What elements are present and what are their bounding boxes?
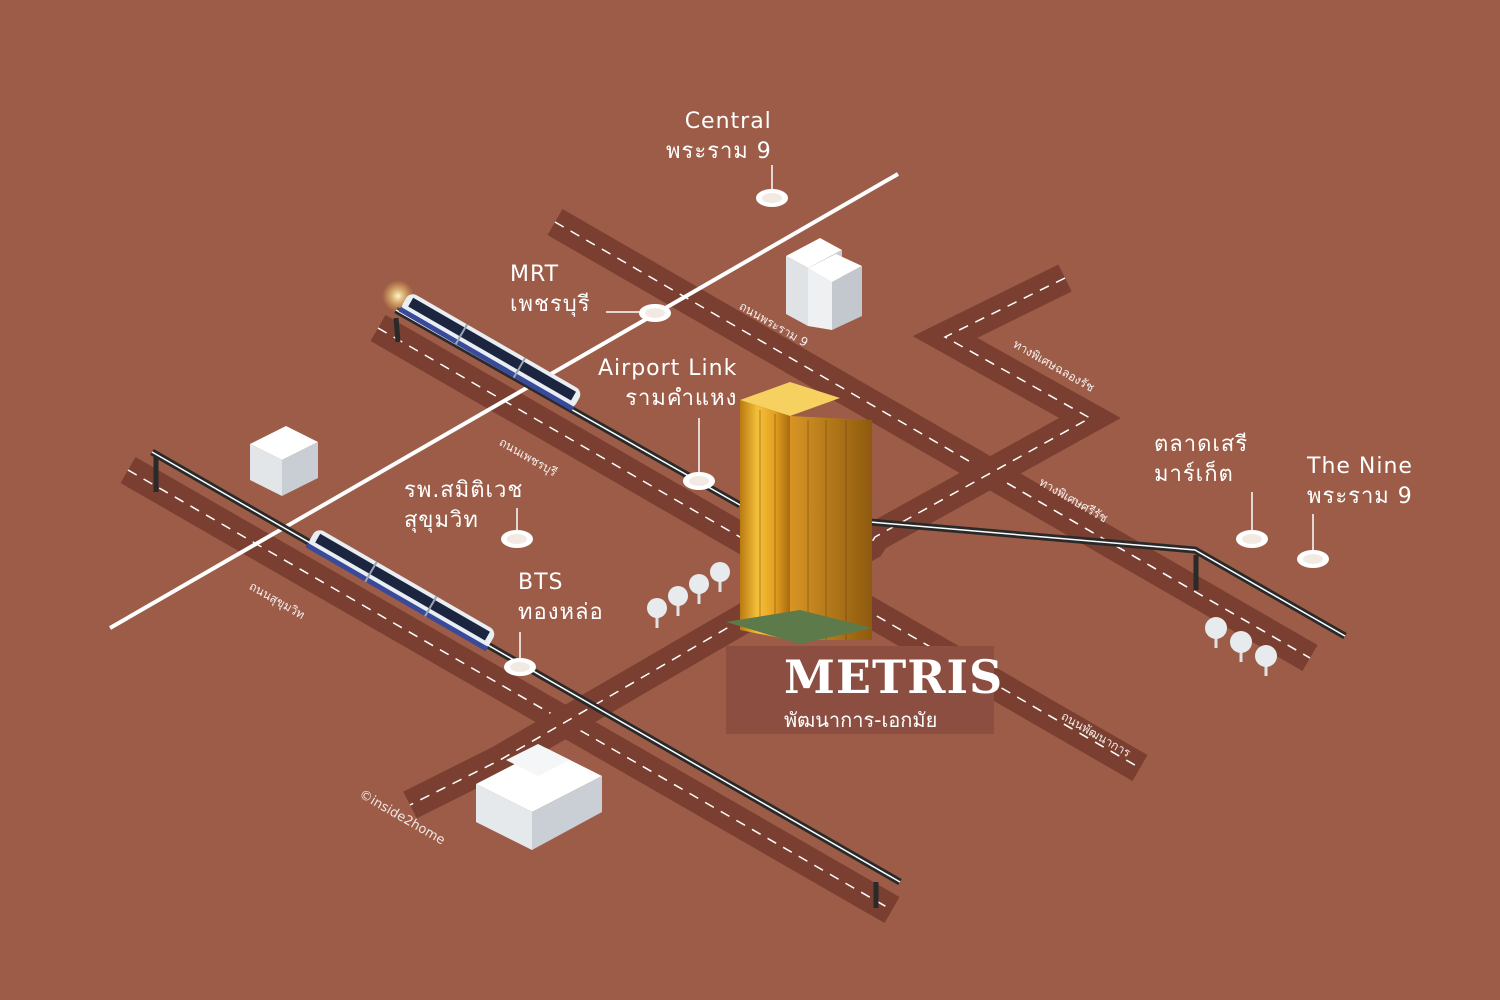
label-line-2: พระราม 9: [666, 139, 772, 164]
label-talad: ตลาดเสรี มาร์เก็ต: [1154, 430, 1248, 490]
road-chalong: [403, 264, 1121, 819]
mrt-line: [109, 172, 899, 630]
location-marker-icon: [756, 165, 788, 207]
label-hospital: รพ.สมิติเวช สุขุมวิท: [404, 476, 523, 536]
location-marker-icon: [504, 632, 536, 676]
label-line-1: MRT: [510, 262, 560, 287]
label-bts: BTS ทองหล่อ: [518, 568, 604, 628]
label-line-1: รพ.สมิติเวช: [404, 478, 524, 503]
label-the-nine: The Nine พระราม 9: [1307, 452, 1413, 512]
location-marker-icon: [1297, 514, 1329, 568]
tree-icon: [647, 562, 730, 628]
label-line-1: Airport Link: [598, 356, 738, 381]
label-mrt: MRT เพชรบุรี: [510, 260, 591, 320]
location-marker-icon: [606, 304, 671, 322]
metris-tower: [726, 382, 872, 644]
tree-icon: [1205, 617, 1277, 676]
label-line-2: พระราม 9: [1307, 484, 1413, 509]
label-airport-link: Airport Link รามคำแหง: [598, 354, 737, 414]
label-line-2: รามคำแหง: [625, 386, 738, 411]
location-marker-icon: [1236, 492, 1268, 548]
label-line-2: ทองหล่อ: [518, 600, 604, 625]
project-subtitle: พัฒนาการ-เอกมัย: [784, 708, 938, 732]
sirat-track: [869, 518, 1347, 640]
label-line-1: BTS: [518, 570, 564, 595]
label-line-1: Central: [684, 109, 772, 134]
label-line-2: สุขุมวิท: [404, 508, 479, 533]
sky-train-icon: [305, 530, 495, 652]
location-marker-icon: [501, 508, 533, 548]
office-building-icon: [250, 426, 318, 496]
road-rama9: [547, 209, 1318, 671]
label-line-1: ตลาดเสรี: [1154, 432, 1249, 457]
office-building-icon: [786, 238, 862, 330]
label-line-1: The Nine: [1307, 454, 1413, 479]
label-line-2: มาร์เก็ต: [1154, 462, 1234, 487]
office-building-icon: [476, 744, 602, 850]
label-central: Central พระราม 9: [666, 107, 772, 167]
label-line-2: เพชรบุรี: [510, 292, 591, 317]
project-name: METRIS: [784, 650, 1004, 704]
location-marker-icon: [683, 418, 715, 490]
sky-train-icon: [382, 280, 581, 412]
project-label: METRIS พัฒนาการ-เอกมัย: [726, 646, 1002, 734]
